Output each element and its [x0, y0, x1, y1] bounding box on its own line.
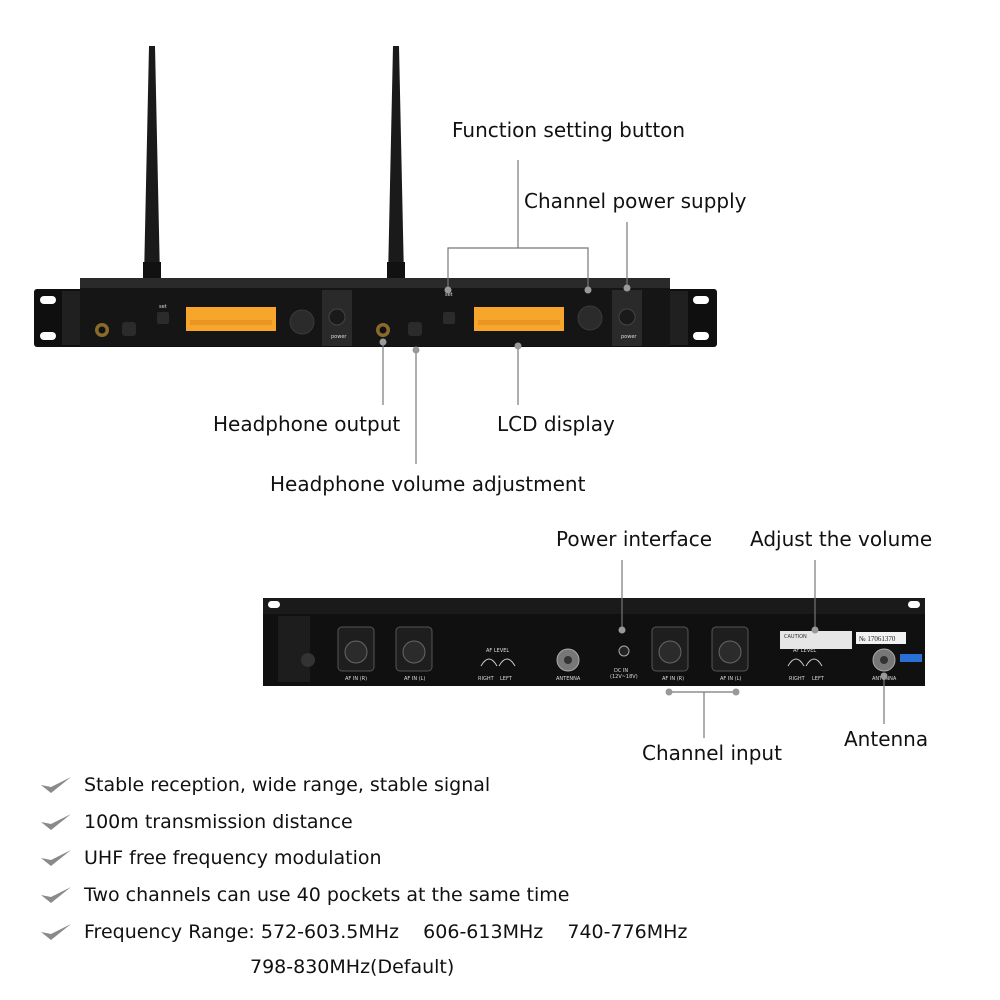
set-label: set	[159, 304, 167, 310]
feature-text: 100m transmission distance	[84, 811, 353, 833]
callout-headphone-volume: Headphone volume adjustment	[270, 472, 586, 496]
knob-icon	[577, 305, 603, 331]
svg-text:AF IN (R): AF IN (R)	[345, 676, 367, 682]
svg-text:LEFT: LEFT	[812, 676, 825, 682]
feature-text: Frequency Range: 572-603.5MHz 606-613MHz…	[84, 921, 688, 943]
xlr-connector-icon	[711, 626, 749, 672]
callout-adjust-volume: Adjust the volume	[750, 527, 933, 551]
svg-text:LEFT: LEFT	[500, 676, 513, 682]
check-icon	[41, 924, 71, 940]
callout-headphone-output: Headphone output	[213, 412, 401, 436]
frequency-extra: 798-830MHz(Default)	[250, 956, 455, 978]
feature-text: Stable reception, wide range, stable sig…	[84, 774, 491, 796]
check-icon	[41, 777, 71, 793]
check-icon	[41, 850, 71, 866]
feature-item: Frequency Range: 572-603.5MHz 606-613MHz…	[40, 921, 687, 943]
lcd-screen	[474, 307, 564, 331]
svg-text:RIGHT: RIGHT	[789, 676, 806, 682]
set-label: set	[445, 292, 453, 298]
svg-text:CAUTION: CAUTION	[784, 634, 807, 640]
svg-text:AF IN (R): AF IN (R)	[662, 676, 684, 682]
power-label: power	[331, 334, 347, 340]
feature-item: Stable reception, wide range, stable sig…	[40, 774, 490, 796]
callout-channel-input: Channel input	[642, 741, 782, 765]
svg-text:AF LEVEL: AF LEVEL	[793, 648, 816, 654]
knob-icon	[289, 309, 315, 335]
feature-item: UHF free frequency modulation	[40, 847, 382, 869]
feature-item: 100m transmission distance	[40, 811, 353, 833]
xlr-connector-icon	[337, 626, 375, 672]
antenna-icon	[387, 46, 405, 280]
lcd-screen	[186, 307, 276, 331]
xlr-connector-icon	[395, 626, 433, 672]
check-icon	[41, 814, 71, 830]
svg-text:AF LEVEL: AF LEVEL	[486, 648, 509, 654]
xlr-connector-icon	[651, 626, 689, 672]
antenna-icon	[143, 46, 161, 280]
svg-text:ANTENNA: ANTENNA	[556, 676, 581, 682]
check-icon	[41, 887, 71, 903]
callout-function-setting: Function setting button	[452, 118, 686, 142]
svg-text:(12V~18V): (12V~18V)	[610, 674, 638, 680]
svg-text:AF IN (L): AF IN (L)	[404, 676, 425, 682]
svg-text:DC IN: DC IN	[614, 668, 628, 674]
svg-text:№ 17061370: № 17061370	[859, 635, 896, 643]
power-label: power	[621, 334, 637, 340]
callout-channel-power: Channel power supply	[524, 189, 747, 213]
rear-panel: AF IN (R) AF IN (L) AF LEVEL RIGHT LEFT …	[263, 598, 925, 686]
svg-text:RIGHT: RIGHT	[478, 676, 495, 682]
svg-text:AF IN (L): AF IN (L)	[720, 676, 741, 682]
feature-item: Two channels can use 40 pockets at the s…	[40, 884, 569, 906]
front-panel: power power set set	[34, 278, 717, 347]
feature-text: UHF free frequency modulation	[84, 847, 382, 869]
callout-power-interface: Power interface	[556, 527, 713, 551]
feature-text: Two channels can use 40 pockets at the s…	[84, 884, 570, 906]
callout-antenna: Antenna	[844, 727, 929, 751]
callout-lcd-display: LCD display	[497, 412, 615, 436]
